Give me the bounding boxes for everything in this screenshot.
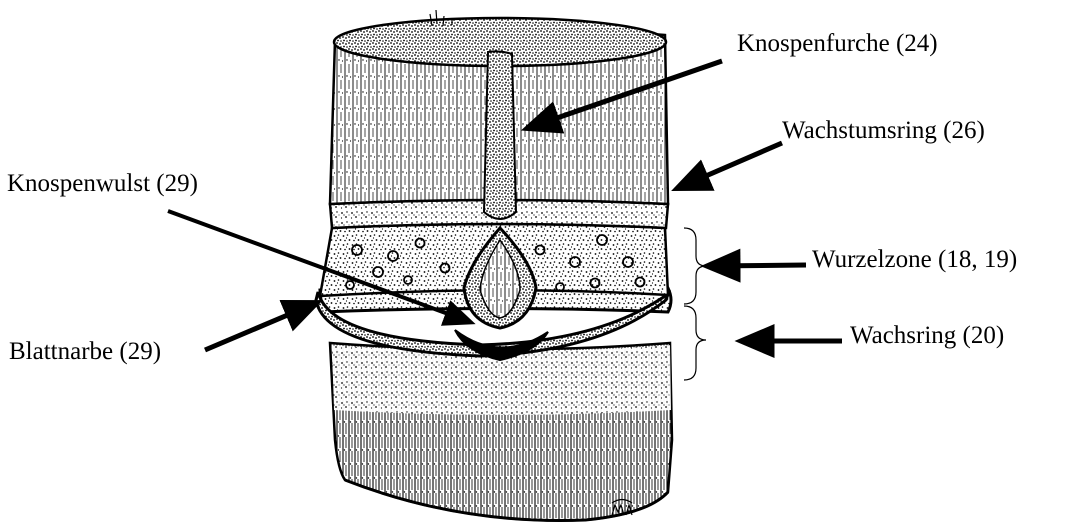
bud-furrow [484,51,516,219]
label-knospenwulst: Knospenwulst (29) [7,170,198,197]
arrow-wachstumsring [678,143,782,188]
arrow-blattnarbe [205,303,316,350]
label-wachsring: Wachsring (20) [850,322,1004,349]
label-knospenfurche: Knospenfurche (24) [737,30,938,57]
wurzelzone-brace [684,228,706,304]
bamboo-segment [316,10,672,521]
label-blattnarbe: Blattnarbe (29) [9,338,161,365]
wachsring-brace [684,306,706,380]
label-wachstumsring: Wachstumsring (26) [782,117,985,144]
arrow-wurzelzone [708,265,806,266]
label-wurzelzone: Wurzelzone (18, 19) [812,246,1017,273]
